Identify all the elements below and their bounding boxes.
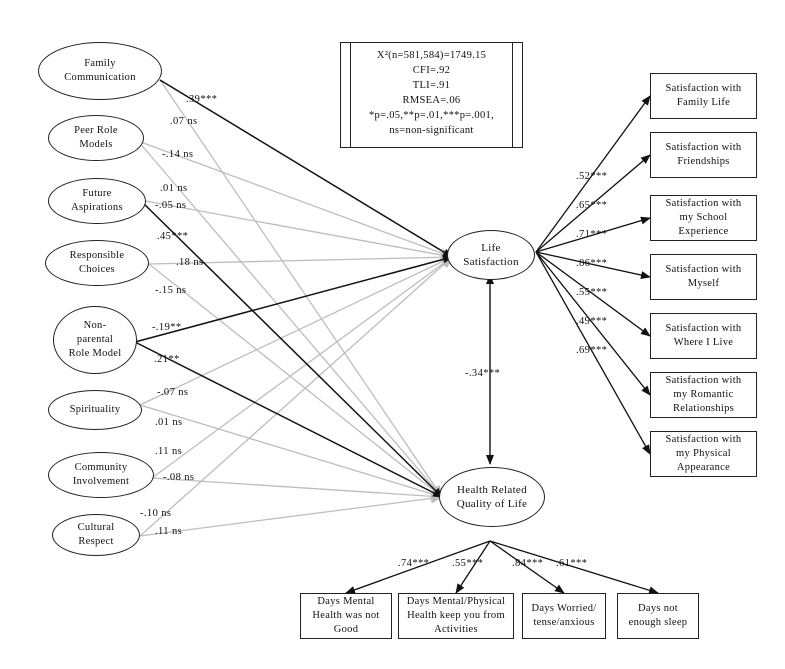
coef-peer-hrqol: .01 ns	[160, 183, 188, 194]
path-spirituality-to-hrqol	[139, 404, 443, 499]
model-fit-box: X²(n=581,584)=1749.15 CFI=.92 TLI=.91 RM…	[340, 42, 523, 148]
loading-physical-appearance: .69***	[576, 345, 608, 356]
path-family-to-hrqol	[159, 79, 443, 498]
outcome-life-satisfaction: Life Satisfaction	[447, 230, 535, 280]
loading-arrow-hrqol-1	[455, 540, 491, 594]
loading-arrow-life-0	[535, 95, 651, 253]
indicator-satisfaction-romantic-relationships: Satisfaction with my Romantic Relationsh…	[650, 372, 757, 418]
path-responsible-to-hrqol	[148, 263, 443, 498]
coef-responsible-hrqol: -.15 ns	[155, 285, 187, 296]
predictor-peer-role-models: Peer Role Models	[48, 115, 144, 161]
fit-tli: TLI=.91	[412, 80, 451, 91]
indicator-days-worried-tense-anxious: Days Worried/ tense/anxious	[522, 593, 606, 639]
predictor-nonparental-role-model: Non- parental Role Model	[53, 306, 137, 374]
loading-arrow-life-2	[535, 216, 651, 253]
predictor-community-involvement: Community Involvement	[48, 452, 154, 498]
predictor-cultural-respect: Cultural Respect	[52, 514, 140, 556]
loading-days-activities: .55***	[452, 558, 484, 569]
coef-nonparental-hrqol: .21**	[154, 354, 180, 365]
coef-family-hrqol: .07 ns	[170, 116, 198, 127]
indicator-satisfaction-family-life: Satisfaction with Family Life	[650, 73, 757, 119]
loading-family-life: .52***	[576, 171, 608, 182]
indicator-satisfaction-school-experience: Satisfaction with my School Experience	[650, 195, 757, 241]
indicator-satisfaction-physical-appearance: Satisfaction with my Physical Appearance	[650, 431, 757, 477]
predictor-spirituality: Spirituality	[48, 390, 142, 430]
coef-community-life: .11 ns	[155, 446, 183, 457]
fit-chi-square: X²(n=581,584)=1749.15	[376, 50, 487, 61]
path-nonparental-to-hrqol	[134, 341, 443, 498]
fit-significance-note: *p=.05,**p=.01,***p=.001,	[368, 110, 494, 121]
indicator-satisfaction-myself: Satisfaction with Myself	[650, 254, 757, 300]
coef-nonparental-life: -.19**	[152, 322, 182, 333]
loading-school-experience: .71***	[576, 229, 608, 240]
loading-arrow-hrqol-3	[489, 540, 659, 595]
path-future-to-life-satisfaction	[139, 199, 453, 260]
coef-community-hrqol: -.08 ns	[163, 472, 195, 483]
loading-days-worried: .84***	[512, 558, 544, 569]
path-peer-to-hrqol	[137, 140, 443, 498]
loading-romantic-relationships: .49***	[576, 316, 608, 327]
loading-arrow-life-4	[535, 251, 651, 337]
coef-peer-life: -.14 ns	[162, 149, 194, 160]
predictor-future-aspirations: Future Aspirations	[48, 178, 146, 224]
coef-future-hrqol: .45***	[157, 231, 189, 242]
path-nonparental-to-life-satisfaction	[134, 255, 453, 343]
loading-arrow-life-5	[535, 251, 651, 396]
predictor-family-communication: Family Communication	[38, 42, 162, 100]
path-cultural-to-hrqol	[139, 493, 443, 537]
coef-future-life: -.05 ns	[155, 200, 187, 211]
predictor-responsible-choices: Responsible Choices	[45, 240, 149, 286]
path-spirituality-to-life-satisfaction	[139, 256, 453, 406]
correlation-life-hrqol: -.34***	[465, 368, 501, 379]
path-family-to-life-satisfaction	[159, 79, 453, 258]
fit-ns-note: ns=non-significant	[389, 125, 474, 136]
loading-where-i-live: .55***	[576, 287, 608, 298]
loading-days-sleep: .61***	[556, 558, 588, 569]
path-future-to-hrqol	[139, 199, 443, 498]
coef-spirituality-life: -.07 ns	[157, 387, 189, 398]
fit-rmsea: RMSEA=.06	[402, 95, 461, 106]
path-community-to-hrqol	[151, 477, 443, 502]
indicator-satisfaction-friendships: Satisfaction with Friendships	[650, 132, 757, 178]
outcome-health-related-quality-of-life: Health Related Quality of Life	[439, 467, 545, 527]
coef-family-life: .39***	[186, 94, 218, 105]
path-peer-to-life-satisfaction	[137, 140, 453, 258]
indicator-days-mental-health-not-good: Days Mental Health was not Good	[300, 593, 392, 639]
indicator-days-health-kept-from-activities: Days Mental/Physical Health keep you fro…	[398, 593, 514, 639]
indicator-satisfaction-where-i-live: Satisfaction with Where I Live	[650, 313, 757, 359]
fit-cfi: CFI=.92	[412, 65, 451, 76]
loading-arrow-life-6	[535, 251, 651, 455]
indicator-days-not-enough-sleep: Days not enough sleep	[617, 593, 699, 639]
loading-days-mental-health: .74***	[398, 558, 430, 569]
coef-cultural-life: -.10 ns	[140, 508, 172, 519]
coef-cultural-hrqol: .11 ns	[155, 526, 183, 537]
path-community-to-life-satisfaction	[151, 256, 453, 479]
loading-myself: .86***	[576, 258, 608, 269]
loading-friendships: .65***	[576, 200, 608, 211]
coef-spirituality-hrqol: .01 ns	[155, 417, 183, 428]
path-cultural-to-life-satisfaction	[139, 256, 453, 537]
path-responsible-to-life-satisfaction	[148, 252, 453, 265]
loading-arrow-life-3	[535, 251, 651, 279]
loading-arrow-hrqol-0	[345, 540, 491, 594]
loading-arrow-life-1	[535, 154, 651, 253]
loading-arrow-hrqol-2	[489, 540, 565, 594]
coef-responsible-life: .18 ns	[176, 257, 204, 268]
